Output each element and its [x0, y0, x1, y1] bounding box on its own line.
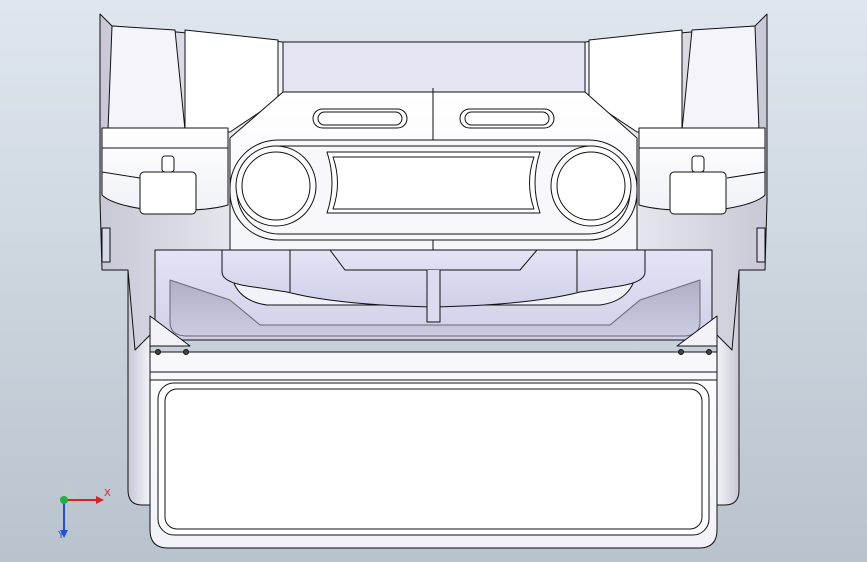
right-side-bracket — [756, 227, 766, 263]
left-tow-block[interactable] — [139, 171, 197, 215]
left-mount-plate — [149, 315, 191, 347]
right-tow-block[interactable] — [669, 171, 727, 215]
bottom-panel-plate[interactable] — [157, 382, 710, 536]
left-headlight-lens — [241, 151, 311, 221]
lower-cavity-shadow — [169, 279, 701, 337]
right-upper-panel — [588, 29, 683, 133]
triad-origin — [60, 496, 68, 504]
right-headlight[interactable] — [550, 145, 632, 227]
y-axis-arrowhead — [60, 530, 68, 538]
left-upper-panel — [184, 29, 279, 133]
bottom-panel-lip[interactable] — [149, 351, 718, 381]
left-vent-slot[interactable] — [312, 108, 408, 129]
right-pillar — [681, 25, 760, 131]
left-pillar — [107, 25, 186, 131]
left-side-bracket — [101, 227, 111, 263]
right-vent-slot[interactable] — [459, 108, 555, 129]
right-headlight-lens — [556, 151, 626, 221]
y-axis-label: Y — [58, 530, 65, 541]
coordinate-triad[interactable]: X Y — [44, 480, 114, 550]
triad-graphic — [60, 486, 104, 538]
center-grille[interactable] — [326, 151, 541, 214]
right-mount-plate — [676, 315, 718, 347]
x-axis-label: X — [104, 488, 111, 499]
x-axis-arrowhead — [96, 496, 104, 504]
roof-panel[interactable] — [282, 41, 586, 93]
bottom-panel-plate-inner — [164, 388, 703, 530]
left-headlight[interactable] — [235, 145, 317, 227]
